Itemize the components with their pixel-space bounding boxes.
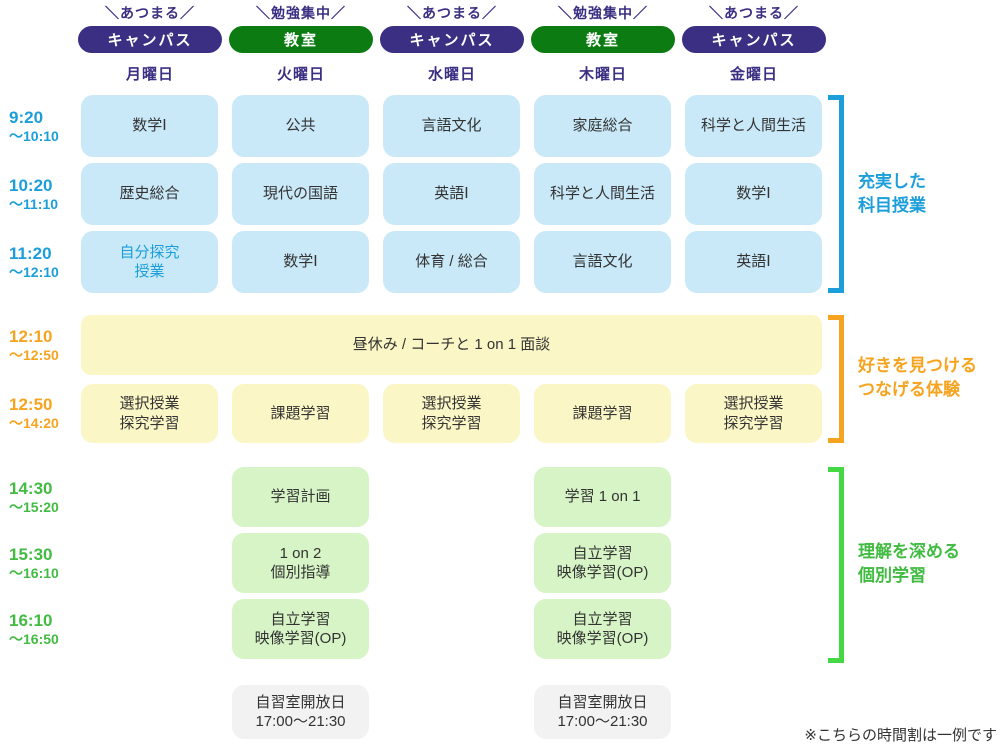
time-end: 〜16:50 <box>9 630 59 647</box>
time-end: 〜11:10 <box>9 195 59 212</box>
section-bracket-individual-study <box>828 467 844 663</box>
time-start: 12:10 <box>9 326 53 346</box>
time-slot-label: 9:20 〜10:10 <box>9 95 79 157</box>
class-cell: 数学Ⅰ <box>81 95 218 157</box>
time-slot-label: 11:20 〜12:10 <box>9 231 79 293</box>
class-cell: 数学Ⅰ <box>685 163 822 225</box>
class-cell: 公共 <box>232 95 369 157</box>
study-room-cell: 自習室開放日 17:00〜21:30 <box>534 685 671 739</box>
class-cell: 歴史総合 <box>81 163 218 225</box>
class-cell: 1 on 2 個別指導 <box>232 533 369 593</box>
location-pill-campus: キャンパス <box>682 26 826 53</box>
time-start: 10:20 <box>9 175 53 195</box>
class-cell: 家庭総合 <box>534 95 671 157</box>
class-cell: 自立学習 映像学習(OP) <box>232 599 369 659</box>
column-slogan: ＼あつまる／ <box>105 5 195 21</box>
class-cell: 学習 1 on 1 <box>534 467 671 527</box>
location-pill-campus: キャンパス <box>78 26 222 53</box>
class-cell: 数学Ⅰ <box>232 231 369 293</box>
time-slot-label: 16:10 〜16:50 <box>9 599 79 659</box>
day-label-tuesday: 火曜日 <box>276 66 325 83</box>
time-end: 〜14:20 <box>9 415 59 432</box>
time-end: 〜12:10 <box>9 263 59 280</box>
study-room-cell: 自習室開放日 17:00〜21:30 <box>232 685 369 739</box>
section-label-experience: 好きを見つける つなげる体験 <box>858 356 977 399</box>
section-bracket-subjects <box>828 95 844 293</box>
day-label-wednesday: 水曜日 <box>427 66 476 83</box>
class-cell: 学習計画 <box>232 467 369 527</box>
class-cell: 課題学習 <box>534 384 671 443</box>
class-cell: 現代の国語 <box>232 163 369 225</box>
section-bracket-experience <box>828 315 844 443</box>
time-start: 9:20 <box>9 107 44 127</box>
column-slogan: ＼あつまる／ <box>407 5 497 21</box>
class-cell: 自立学習 映像学習(OP) <box>534 599 671 659</box>
time-start: 11:20 <box>9 243 52 263</box>
class-cell: 選択授業 探究学習 <box>383 384 520 443</box>
time-end: 〜12:50 <box>9 346 59 363</box>
time-end: 〜16:10 <box>9 564 59 581</box>
time-slot-label: 12:10 〜12:50 <box>9 315 79 375</box>
column-slogan: ＼あつまる／ <box>709 5 799 21</box>
time-start: 14:30 <box>9 478 53 498</box>
class-cell: 言語文化 <box>383 95 520 157</box>
time-end: 〜10:10 <box>9 127 59 144</box>
section-label-individual-study: 理解を深める 個別学習 <box>858 542 960 585</box>
time-end: 〜15:20 <box>9 498 59 515</box>
class-cell: 自立学習 映像学習(OP) <box>534 533 671 593</box>
column-slogan: ＼勉強集中／ <box>256 5 346 21</box>
class-cell: 体育 / 総合 <box>383 231 520 293</box>
class-cell: 科学と人間生活 <box>685 95 822 157</box>
class-cell: 英語Ⅰ <box>383 163 520 225</box>
class-cell: 選択授業 探究学習 <box>81 384 218 443</box>
location-pill-classroom: 教室 <box>229 26 373 53</box>
time-start: 15:30 <box>9 544 53 564</box>
class-cell: 科学と人間生活 <box>534 163 671 225</box>
time-slot-label: 14:30 〜15:20 <box>9 467 79 527</box>
day-label-friday: 金曜日 <box>729 66 778 83</box>
time-slot-label: 12:50 〜14:20 <box>9 384 79 443</box>
time-slot-label: 15:30 〜16:10 <box>9 533 79 593</box>
time-start: 12:50 <box>9 395 53 415</box>
time-slot-label: 10:20 〜11:10 <box>9 163 79 225</box>
section-label-subjects: 充実した 科目授業 <box>858 172 926 215</box>
location-pill-campus: キャンパス <box>380 26 524 53</box>
location-pill-classroom: 教室 <box>531 26 675 53</box>
class-cell: 課題学習 <box>232 384 369 443</box>
class-cell: 言語文化 <box>534 231 671 293</box>
class-cell: 自分探究 授業 <box>81 231 218 293</box>
column-slogan: ＼勉強集中／ <box>558 5 648 21</box>
lunch-cell: 昼休み / コーチと 1 on 1 面談 <box>81 315 822 375</box>
disclaimer-note: ※こちらの時間割は一例です <box>804 727 997 744</box>
day-label-thursday: 木曜日 <box>578 66 627 83</box>
time-start: 16:10 <box>9 610 53 630</box>
class-cell: 英語Ⅰ <box>685 231 822 293</box>
day-label-monday: 月曜日 <box>125 66 174 83</box>
class-cell: 選択授業 探究学習 <box>685 384 822 443</box>
